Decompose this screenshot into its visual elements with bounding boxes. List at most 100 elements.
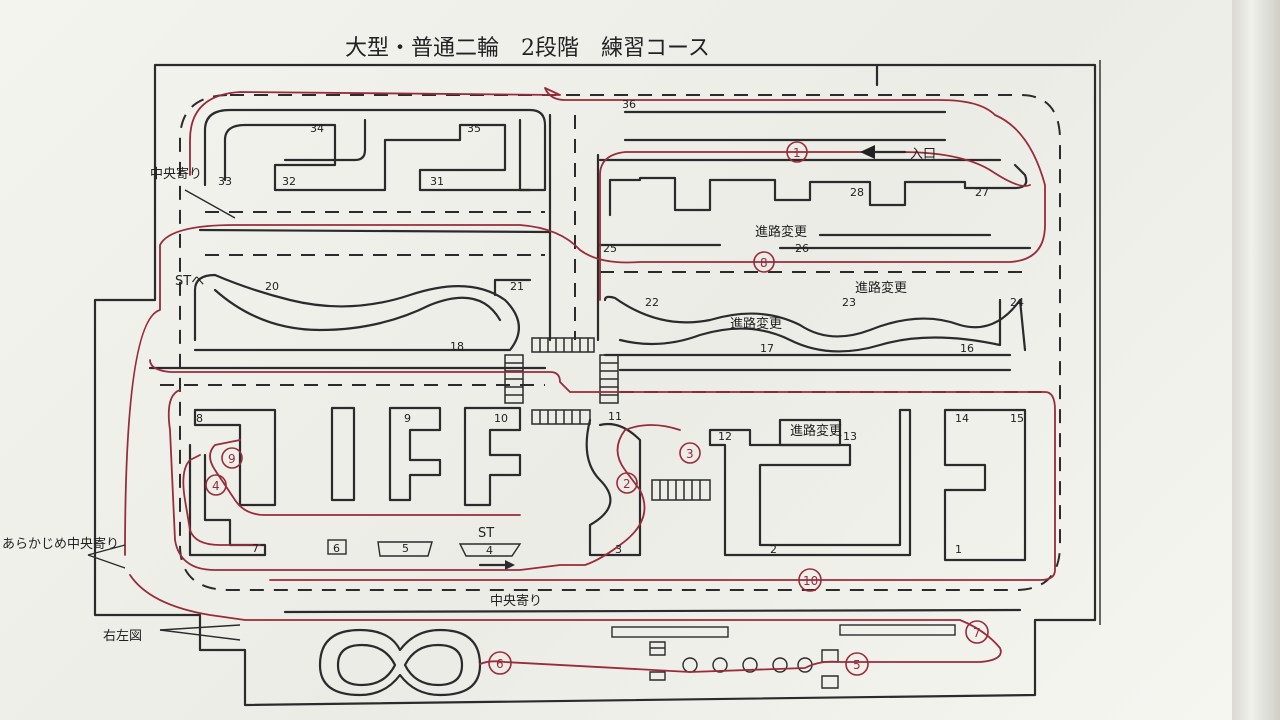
block-3-hook	[585, 418, 642, 557]
route-marker-10: 10	[803, 574, 818, 588]
point-4: 4	[486, 544, 493, 557]
route-marker-6: 6	[496, 657, 504, 671]
block-10	[463, 406, 522, 507]
note-pointer-3	[159, 624, 241, 631]
bottom-lane-line	[283, 608, 1022, 614]
point-20: 20	[265, 280, 279, 293]
route-inner-loop	[167, 389, 681, 571]
point-2: 2	[770, 543, 777, 556]
route-marker-8: 8	[760, 256, 768, 270]
route-marker-9: 9	[228, 452, 236, 466]
route-block-9	[209, 439, 521, 516]
note-pointer-1	[87, 544, 126, 556]
st-arrowhead	[505, 560, 515, 570]
entrance-label: 入口	[910, 147, 936, 162]
figure-eight-outer	[318, 628, 482, 697]
note-st: ST	[478, 526, 494, 541]
note-pointer-5	[184, 189, 236, 219]
point-23: 23	[842, 296, 856, 309]
map-title: 大型・普通二輪 2段階 練習コース	[345, 36, 710, 61]
route-markers: 1 2 3 4 5 6 7 8 9 10	[205, 141, 989, 676]
point-22: 22	[645, 296, 659, 309]
note-pointer-2	[87, 554, 126, 569]
bottom-crosswalk-right	[839, 624, 956, 636]
block-14-15	[943, 408, 1027, 562]
marker-5b	[377, 541, 433, 557]
route-marker-4: 4	[212, 479, 220, 493]
route-bottom	[129, 574, 1002, 673]
point-7: 7	[252, 542, 259, 555]
s-curve-outer	[193, 273, 520, 352]
point-26: 26	[795, 242, 809, 255]
route-marker-2: 2	[623, 477, 631, 491]
note-lane-change-top: 進路変更	[755, 224, 807, 240]
outer-lane-dashes	[179, 94, 1061, 591]
note-lane-change-right: 進路変更	[790, 423, 842, 439]
crank-course-mid	[283, 118, 367, 162]
note-lane-change-mid: 進路変更	[855, 280, 907, 296]
step-lane-27-28	[608, 163, 1028, 217]
block-6	[330, 406, 356, 502]
route-left-column	[149, 359, 1056, 581]
point-12: 12	[718, 430, 732, 443]
note-pointer-4	[159, 629, 241, 641]
frame-edge	[1232, 0, 1280, 720]
note-st-direction: STへ	[175, 274, 204, 289]
point-5: 5	[402, 542, 409, 555]
point-36: 36	[622, 98, 636, 111]
point-27: 27	[975, 186, 989, 199]
point-10: 10	[494, 412, 508, 425]
route-marker-1: 1	[793, 146, 801, 160]
s-curve-right-inner	[618, 298, 1002, 353]
point-15: 15	[1010, 412, 1024, 425]
block-9	[388, 406, 442, 502]
point-11: 11	[608, 410, 622, 423]
point-28: 28	[850, 186, 864, 199]
s-curve-21	[493, 278, 532, 297]
point-17: 17	[760, 342, 774, 355]
point-3: 3	[615, 543, 622, 556]
marker-5a	[327, 539, 347, 555]
crank-course-inner	[223, 123, 532, 192]
crosswalks	[504, 337, 711, 501]
point-24: 24	[1010, 296, 1024, 309]
point-1: 1	[955, 543, 962, 556]
s-curve-inner	[213, 288, 502, 332]
point-35: 35	[467, 122, 481, 135]
point-6: 6	[333, 542, 340, 555]
route-marker-3: 3	[686, 447, 694, 461]
crank-course-outer	[203, 108, 547, 192]
route-upper-right	[599, 151, 1031, 301]
figure-eight-inner	[336, 643, 464, 687]
route-marker-5: 5	[853, 658, 861, 672]
note-advance-center: あらかじめ中央寄り	[2, 536, 119, 552]
note-lane-change-s: 進路変更	[730, 316, 782, 332]
bottom-crosswalk-left	[611, 626, 729, 638]
point-numbers: 36 34 35 33 32 31 28 27 25 26 20 21 18 2…	[196, 98, 1024, 557]
s-curve-right-outer	[603, 295, 1027, 352]
route-main-loop	[124, 87, 1046, 556]
point-31: 31	[430, 175, 444, 188]
point-9: 9	[404, 412, 411, 425]
top-divider-left	[198, 228, 552, 234]
point-8: 8	[196, 412, 203, 425]
point-13: 13	[843, 430, 857, 443]
route-marker-7: 7	[973, 626, 981, 640]
note-right-left: 右左図	[103, 629, 142, 644]
note-center-bottom: 中央寄り	[490, 593, 542, 609]
route-hook-4	[182, 454, 261, 546]
point-21: 21	[510, 280, 524, 293]
point-25: 25	[603, 242, 617, 255]
outer-boundary	[93, 63, 1097, 707]
point-34: 34	[310, 122, 324, 135]
entrance-arrow-icon	[860, 145, 875, 159]
point-32: 32	[282, 175, 296, 188]
point-18: 18	[450, 340, 464, 353]
point-16: 16	[960, 342, 974, 355]
note-center-left: 中央寄り	[150, 166, 202, 182]
point-33: 33	[218, 175, 232, 188]
point-14: 14	[955, 412, 969, 425]
block-13	[778, 418, 842, 447]
marker-4	[458, 543, 522, 557]
